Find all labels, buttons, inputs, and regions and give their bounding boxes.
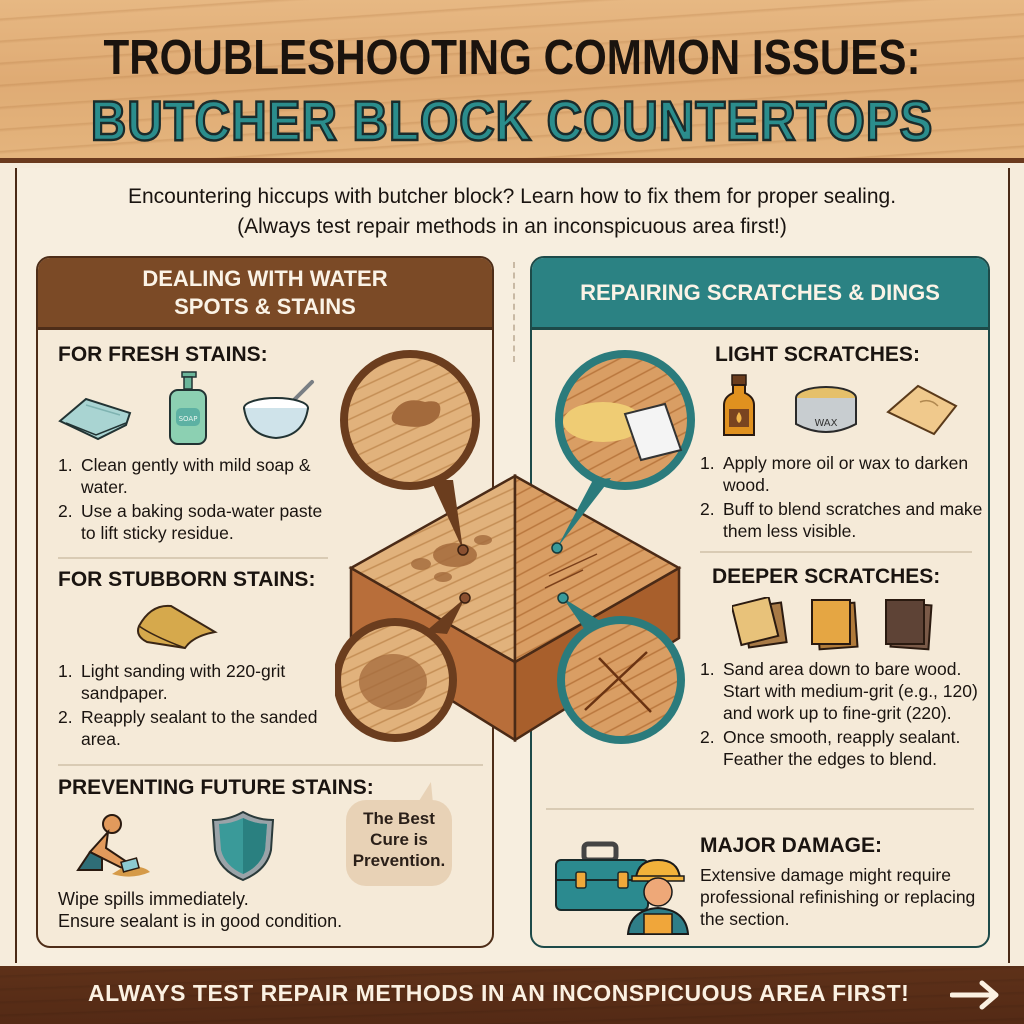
title-line-2: BUTCHER BLOCK COUNTERTOPS — [90, 88, 934, 154]
worker-icon — [626, 858, 690, 935]
prevention-speech-bubble: The Best Cure is Prevention. — [346, 800, 452, 886]
preventing-line-1: Wipe spills immediately. — [58, 889, 249, 909]
section-divider — [58, 764, 483, 766]
sandpaper-fine-icon — [811, 599, 859, 651]
title-line-1: TROUBLESHOOTING COMMON ISSUES: — [103, 31, 921, 85]
step-item: 1.Clean gently with mild soap & water. — [58, 455, 311, 497]
deeper-scratches-title: DEEPER SCRATCHES: — [712, 565, 941, 588]
towel-icon — [58, 397, 132, 441]
scratches-panel-header: REPAIRING SCRATCHES & DINGS — [532, 258, 988, 330]
svg-text:SOAP: SOAP — [179, 415, 198, 423]
soap-bottle-icon: SOAP — [169, 371, 207, 445]
fresh-stains-steps: 1.Clean gently with mild soap & water. 2… — [58, 454, 338, 546]
preventing-line-2: Ensure sealant is in good condition. — [58, 911, 343, 931]
butcher-block-illustration — [335, 350, 695, 744]
wax-tin-icon: WAX — [795, 386, 857, 433]
section-divider — [546, 808, 974, 810]
preventing-stains-title: PREVENTING FUTURE STAINS: — [58, 776, 374, 799]
step-item: 1.Apply more oil or wax to darken wood. — [700, 453, 969, 495]
buffing-cloth-icon — [886, 384, 958, 436]
panel-title-line-2: SPOTS & STAINS — [174, 293, 356, 319]
water-stains-panel-header: DEALING WITH WATER SPOTS & STAINS — [38, 258, 492, 330]
section-divider — [700, 551, 972, 553]
light-scratches-steps: 1.Apply more oil or wax to darken wood. … — [700, 452, 990, 544]
stubborn-stains-steps: 1.Light sanding with 220-grit sandpaper.… — [58, 660, 318, 752]
step-item: 2.Use a baking soda-water paste to lift … — [58, 501, 323, 543]
intro-text: Encountering hiccups with butcher block?… — [0, 182, 1024, 242]
panel-title-line-1: DEALING WITH WATER — [142, 265, 388, 291]
sandpaper-coarse-icon — [885, 599, 933, 651]
footer-text: ALWAYS TEST REPAIR METHODS IN AN INCONSP… — [88, 980, 910, 1006]
section-divider — [58, 557, 328, 559]
step-item: 2.Buff to blend scratches and make them … — [700, 499, 983, 541]
sandpaper-medium-icon — [732, 597, 788, 649]
stubborn-stains-title: FOR STUBBORN STAINS: — [58, 568, 316, 591]
preventing-text: Wipe spills immediately. Ensure sealant … — [58, 888, 458, 932]
arrow-right-icon — [950, 980, 999, 1010]
intro-line-1: Encountering hiccups with butcher block?… — [127, 185, 897, 208]
oil-bottle-icon — [723, 374, 755, 436]
sandpaper-icon — [137, 604, 218, 650]
step-item: 1.Sand area down to bare wood. Start wit… — [700, 659, 978, 723]
shield-icon — [211, 810, 275, 882]
step-item: 2.Once smooth, reapply sealant. Feather … — [700, 727, 961, 769]
svg-text:WAX: WAX — [814, 418, 837, 429]
light-scratches-title: LIGHT SCRATCHES: — [715, 343, 920, 366]
person-wiping-icon — [76, 814, 150, 877]
fresh-stains-title: FOR FRESH STAINS: — [58, 343, 268, 366]
baking-soda-bowl-icon — [243, 380, 314, 440]
header-banner: TROUBLESHOOTING COMMON ISSUES: BUTCHER B… — [0, 0, 1024, 163]
deeper-scratches-steps: 1.Sand area down to bare wood. Start wit… — [700, 658, 1000, 772]
intro-line-2: (Always test repair methods in an incons… — [237, 215, 787, 238]
major-damage-text: Extensive damage might require professio… — [700, 865, 976, 929]
step-item: 2.Reapply sealant to the sanded area. — [58, 707, 318, 749]
center-divider — [513, 262, 515, 362]
footer-banner: ALWAYS TEST REPAIR METHODS IN AN INCONSP… — [0, 966, 1024, 1024]
step-item: 1.Light sanding with 220-grit sandpaper. — [58, 661, 286, 703]
major-damage-title: MAJOR DAMAGE: — [700, 834, 882, 857]
